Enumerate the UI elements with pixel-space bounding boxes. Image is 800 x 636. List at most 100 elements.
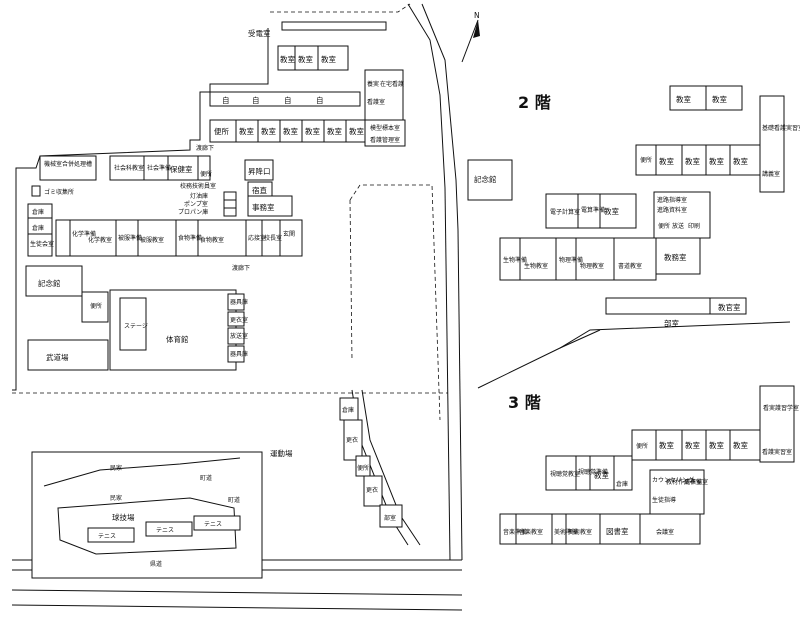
- svg-text:進路資料室: 進路資料室: [657, 206, 687, 214]
- power-room-label: 受電室: [248, 28, 271, 38]
- svg-text:教室: 教室: [283, 126, 298, 136]
- svg-text:器具庫: 器具庫: [230, 298, 248, 306]
- svg-text:食物教室: 食物教室: [200, 236, 224, 244]
- svg-text:講義室: 講義室: [762, 170, 780, 178]
- svg-text:玄関: 玄関: [283, 230, 295, 238]
- svg-text:民家: 民家: [110, 494, 122, 502]
- svg-text:町道: 町道: [200, 474, 212, 482]
- left-upper-block: 機械室合併処理槽 社会科教室 社会準備 保健室 便所 校務技術員室 昇降口 宿直…: [39, 155, 293, 217]
- svg-text:美術準備: 美術準備: [554, 528, 578, 536]
- svg-text:教務室: 教務室: [664, 252, 687, 262]
- svg-text:教室: 教室: [676, 94, 691, 104]
- left-side-storage: ゴミ収集所 倉庫 倉庫 生徒会室: [27, 185, 74, 257]
- svg-text:機械室合併処理槽: 機械室合併処理槽: [44, 160, 92, 168]
- special-classrooms: 化学準備 化学教室 被服準備 被服教室 食物準備 食物教室 応接室 校長室 玄関: [55, 219, 303, 257]
- svg-text:便所: 便所: [636, 442, 648, 450]
- svg-text:渡廊下: 渡廊下: [232, 264, 250, 272]
- svg-text:社会科教室: 社会科教室: [114, 164, 144, 172]
- svg-text:球技場: 球技場: [112, 512, 135, 522]
- svg-text:自: 自: [284, 95, 292, 105]
- svg-text:教室: 教室: [659, 440, 674, 450]
- svg-text:教室: 教室: [298, 54, 313, 64]
- building-top: 受電室 教室 教室 教室 養実 在宅看護 看護室: [248, 21, 404, 121]
- svg-text:倉庫: 倉庫: [32, 208, 44, 216]
- svg-text:便所: 便所: [357, 464, 369, 472]
- svg-text:教官室: 教官室: [718, 302, 741, 312]
- svg-text:被服教室: 被服教室: [140, 236, 164, 244]
- svg-text:養実: 養実: [367, 80, 379, 88]
- ground-seat-row: 自 自 自 自: [209, 91, 361, 107]
- svg-text:プロパン庫: プロパン庫: [178, 208, 208, 216]
- svg-text:音楽教室: 音楽教室: [519, 528, 543, 536]
- svg-text:進路指導室: 進路指導室: [657, 196, 687, 204]
- svg-text:生物教室: 生物教室: [524, 262, 548, 270]
- svg-text:看護室: 看護室: [367, 98, 385, 106]
- svg-text:自: 自: [316, 95, 324, 105]
- svg-text:図書室: 図書室: [606, 526, 629, 536]
- floor3-plan: 看実護習学室 看護実習室 便所 教室 教室 教室 教室 視聴覚教室 視聴覚準備 …: [499, 385, 799, 545]
- svg-text:記念館: 記念館: [474, 174, 497, 184]
- svg-text:看護管理室: 看護管理室: [370, 136, 400, 144]
- svg-text:教室: 教室: [685, 440, 700, 450]
- ground-label: 運動場: [270, 448, 293, 458]
- svg-text:書道教室: 書道教室: [618, 262, 642, 270]
- svg-text:武道場: 武道場: [46, 352, 69, 362]
- svg-text:県道: 県道: [150, 560, 162, 568]
- svg-text:看護実習室: 看護実習室: [762, 448, 792, 456]
- svg-text:民家: 民家: [110, 464, 122, 472]
- svg-text:校務技術員室: 校務技術員室: [180, 182, 216, 190]
- svg-text:保健室: 保健室: [170, 164, 193, 174]
- svg-text:食物準備: 食物準備: [178, 234, 202, 242]
- svg-text:ゴミ収集所: ゴミ収集所: [44, 188, 74, 196]
- classroom-block: 便所 教室 教室 教室 教室 教室 教室 模型標本室 看護管理室: [209, 119, 406, 147]
- svg-text:テニス: テニス: [204, 521, 222, 528]
- svg-text:カウンセリング: カウンセリング: [652, 476, 694, 484]
- svg-text:部室: 部室: [384, 514, 396, 522]
- svg-text:自: 自: [252, 95, 260, 105]
- svg-text:教室: 教室: [733, 440, 748, 450]
- svg-text:校長室: 校長室: [264, 234, 282, 242]
- svg-text:化学教室: 化学教室: [88, 236, 112, 244]
- svg-text:視聴覚教室: 視聴覚教室: [550, 470, 580, 478]
- sports-strip: 倉庫 更衣 便所 更衣 部室: [339, 397, 403, 528]
- svg-text:応接室: 応接室: [248, 234, 266, 242]
- svg-text:物理教室: 物理教室: [580, 262, 604, 270]
- gym-complex: 記念館 便所 渡廊下 ステージ 体育館 器具庫 更衣室 放送室 器具庫 武道場: [25, 264, 250, 371]
- svg-text:ステージ: ステージ: [124, 323, 148, 330]
- svg-text:電算準備: 電算準備: [581, 206, 605, 214]
- svg-text:倉庫: 倉庫: [32, 224, 44, 232]
- svg-text:模型標本室: 模型標本室: [370, 124, 400, 132]
- svg-text:社会準備: 社会準備: [147, 164, 171, 172]
- svg-text:教室: 教室: [659, 156, 674, 166]
- svg-text:テニス: テニス: [156, 527, 174, 534]
- svg-text:ポンプ室: ポンプ室: [184, 200, 208, 208]
- svg-text:放送: 放送: [672, 222, 684, 230]
- svg-text:倉庫: 倉庫: [616, 480, 628, 488]
- svg-text:基礎看護実習室: 基礎看護実習室: [762, 124, 800, 132]
- svg-text:自: 自: [222, 95, 230, 105]
- svg-text:教室: 教室: [261, 126, 276, 136]
- svg-text:放送室: 放送室: [230, 332, 248, 340]
- svg-text:町道: 町道: [228, 496, 240, 504]
- site-boundary: [11, 3, 463, 611]
- svg-text:教室: 教室: [327, 126, 342, 136]
- svg-text:在宅看護: 在宅看護: [380, 80, 404, 88]
- svg-text:教室: 教室: [594, 470, 609, 480]
- svg-text:教室: 教室: [733, 156, 748, 166]
- floor2-plan: 記念館 教室 教室 基礎看護実習室 講義室 便所 教室 教室 教室 教室 電子計…: [467, 85, 800, 389]
- svg-text:教室: 教室: [239, 126, 254, 136]
- svg-text:更衣室: 更衣室: [230, 316, 248, 324]
- floor2-title: 2 階: [518, 93, 551, 112]
- svg-text:被服準備: 被服準備: [118, 234, 142, 242]
- inset-map: 民家 町道 民家 町道 球技場 テニス テニス テニス 県道: [31, 451, 263, 579]
- svg-text:便所: 便所: [90, 302, 102, 310]
- svg-text:電子計算室: 電子計算室: [550, 208, 580, 216]
- svg-text:器具庫: 器具庫: [230, 350, 248, 358]
- svg-text:倉庫: 倉庫: [342, 406, 354, 414]
- svg-text:教室: 教室: [709, 156, 724, 166]
- svg-text:便所: 便所: [214, 126, 229, 136]
- svg-text:昇降口: 昇降口: [248, 166, 271, 176]
- svg-text:教室: 教室: [280, 54, 295, 64]
- svg-text:印刷: 印刷: [688, 222, 700, 230]
- svg-text:看実護習学室: 看実護習学室: [763, 404, 799, 412]
